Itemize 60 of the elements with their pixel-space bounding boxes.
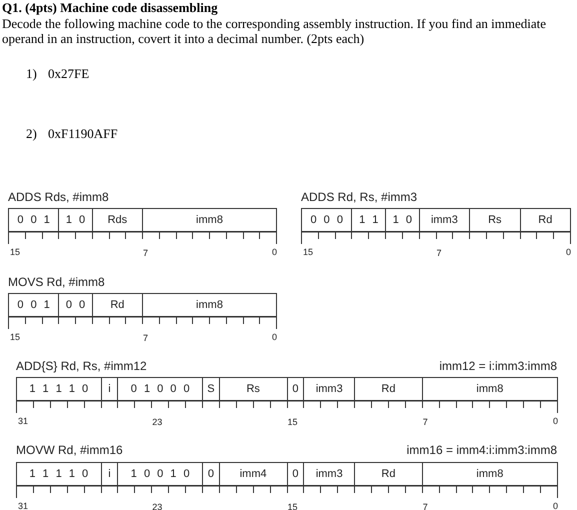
bit-field: Rds xyxy=(92,208,143,232)
bit-number: 7 xyxy=(436,248,442,258)
bit-number: 7 xyxy=(143,333,148,343)
bit-field: Rd xyxy=(92,293,143,317)
bit-field: Rs xyxy=(469,208,521,232)
bit-number: 15 xyxy=(288,417,298,427)
bit-field: 1 1 1 1 0 xyxy=(16,377,102,401)
bit-number: 15 xyxy=(10,247,20,257)
bit-field: 0 1 0 0 0 xyxy=(117,377,203,401)
bit-field: imm8 xyxy=(422,377,558,401)
bit-number: 7 xyxy=(143,248,148,258)
bit-number: 0 xyxy=(552,416,558,426)
bit-field: 0 0 1 xyxy=(8,293,60,317)
machine-code: 0x27FE xyxy=(48,66,90,82)
bit-field: imm8 xyxy=(142,293,277,317)
encoding-note: imm12 = i:imm3:imm8 xyxy=(439,359,557,373)
bit-field: imm4 xyxy=(218,462,288,486)
encoding-title: ADDS Rd, Rs, #imm3 xyxy=(301,190,418,204)
bit-number: 15 xyxy=(303,247,314,257)
bit-number: 15 xyxy=(288,502,298,510)
encoding-title: ADDS Rds, #imm8 xyxy=(8,190,109,204)
bit-number: 23 xyxy=(152,502,162,510)
bit-field: 1 0 xyxy=(58,208,93,232)
bit-field: Rd xyxy=(520,208,571,232)
bit-number: 0 xyxy=(272,332,277,342)
encoding-note: imm16 = imm4:i:imm3:imm8 xyxy=(406,443,557,457)
bit-field: imm8 xyxy=(422,462,558,486)
bit-number: 15 xyxy=(10,332,20,342)
bit-number: 7 xyxy=(422,502,428,510)
instruction-text: Decode the following machine code to the corresponding assembly instruction. If you find an immediate operand in an instruction, covert it into a decimal number. (2pts each) xyxy=(2,16,548,46)
bit-field: 0 0 1 xyxy=(8,208,60,232)
question-number: 1) xyxy=(26,66,37,82)
bit-number: 7 xyxy=(422,417,428,427)
bit-field: S xyxy=(202,377,220,401)
bit-number: 23 xyxy=(152,417,162,427)
bit-field: Rs xyxy=(218,377,288,401)
bit-field: 1 0 0 1 0 xyxy=(117,462,203,486)
bit-number: 31 xyxy=(18,416,28,426)
bit-number: 0 xyxy=(552,501,558,510)
bit-field: 1 1 xyxy=(351,208,386,232)
bit-number: 31 xyxy=(18,501,28,510)
question-number: 2) xyxy=(26,126,37,142)
bit-field: imm3 xyxy=(303,462,356,486)
bit-field: 0 0 0 xyxy=(301,208,352,232)
question-title: Q1. (4pts) Machine code disassembling xyxy=(2,0,218,16)
bit-field: Rd xyxy=(354,462,423,486)
bit-field: Rd xyxy=(354,377,423,401)
bit-field: 0 0 xyxy=(58,293,93,317)
encoding-title: MOVW Rd, #imm16 xyxy=(16,443,123,457)
bit-number: 0 xyxy=(272,247,277,257)
bit-field: 1 0 xyxy=(385,208,420,232)
bit-number: 0 xyxy=(566,247,571,257)
bit-field: imm3 xyxy=(303,377,356,401)
bit-field: imm3 xyxy=(418,208,470,232)
encoding-title: ADD{S} Rd, Rs, #imm12 xyxy=(16,359,147,373)
machine-code: 0xF1190AFF xyxy=(48,126,118,142)
bit-field: 1 1 1 1 0 xyxy=(16,462,102,486)
encoding-title: MOVS Rd, #imm8 xyxy=(8,275,105,289)
bit-field: 0 xyxy=(202,462,220,486)
bit-field: imm8 xyxy=(142,208,277,232)
